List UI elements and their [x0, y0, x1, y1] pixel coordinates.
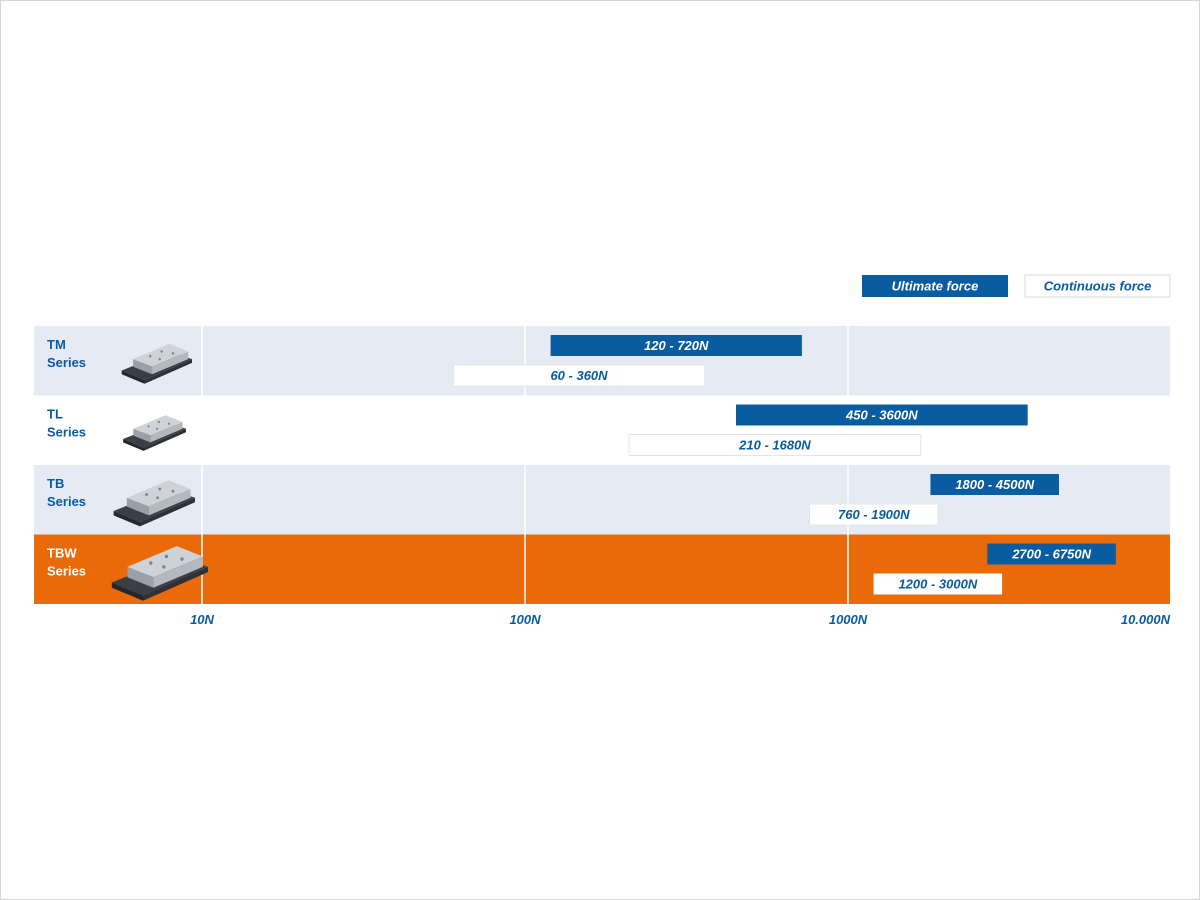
x-tick-label: 10N: [190, 612, 214, 627]
product-tbw-icon: [111, 546, 208, 601]
bar-ultimate-tl: [735, 404, 1028, 426]
legend-swatch-ultimate: [862, 275, 1008, 297]
category-label-tm: TM: [47, 337, 66, 352]
x-tick-label: 10.000N: [1121, 612, 1171, 627]
category-sublabel-tbw: Series: [47, 564, 86, 579]
bar-label-continuous-tb: 760 - 1900N: [838, 507, 910, 522]
category-label-tbw: TBW: [47, 546, 77, 561]
legend-swatch-continuous: [1024, 274, 1171, 298]
bar-continuous-tm: [452, 364, 706, 387]
bar-label-ultimate-tl: 450 - 3600N: [845, 408, 918, 423]
bar-label-ultimate-tbw: 2700 - 6750N: [1011, 547, 1091, 562]
category-sublabel-tl: Series: [47, 425, 86, 440]
x-tick-label: 1000N: [829, 612, 868, 627]
category-label-tb: TB: [47, 476, 64, 491]
bar-label-continuous-tm: 60 - 360N: [550, 368, 608, 383]
category-label-tl: TL: [47, 407, 63, 422]
x-tick-label: 100N: [509, 612, 541, 627]
legend-label-ultimate: Ultimate force: [892, 279, 979, 294]
product-tl-icon: [123, 415, 186, 451]
category-sublabel-tb: Series: [47, 494, 86, 509]
bar-continuous-tbw: [873, 573, 1003, 595]
bar-label-continuous-tl: 210 - 1680N: [738, 438, 811, 453]
category-sublabel-tm: Series: [47, 355, 86, 370]
bar-ultimate-tm: [550, 335, 802, 356]
bar-label-ultimate-tm: 120 - 720N: [644, 338, 709, 353]
bar-ultimate-tb: [930, 474, 1059, 495]
bar-continuous-tl: [628, 434, 922, 456]
product-tb-icon: [113, 480, 195, 527]
bar-ultimate-tbw: [987, 543, 1116, 565]
bar-label-ultimate-tb: 1800 - 4500N: [955, 477, 1034, 492]
legend-label-continuous: Continuous force: [1044, 279, 1152, 294]
product-tm-icon: [121, 343, 192, 384]
bar-continuous-tb: [809, 503, 939, 526]
bar-label-continuous-tbw: 1200 - 3000N: [898, 577, 977, 592]
